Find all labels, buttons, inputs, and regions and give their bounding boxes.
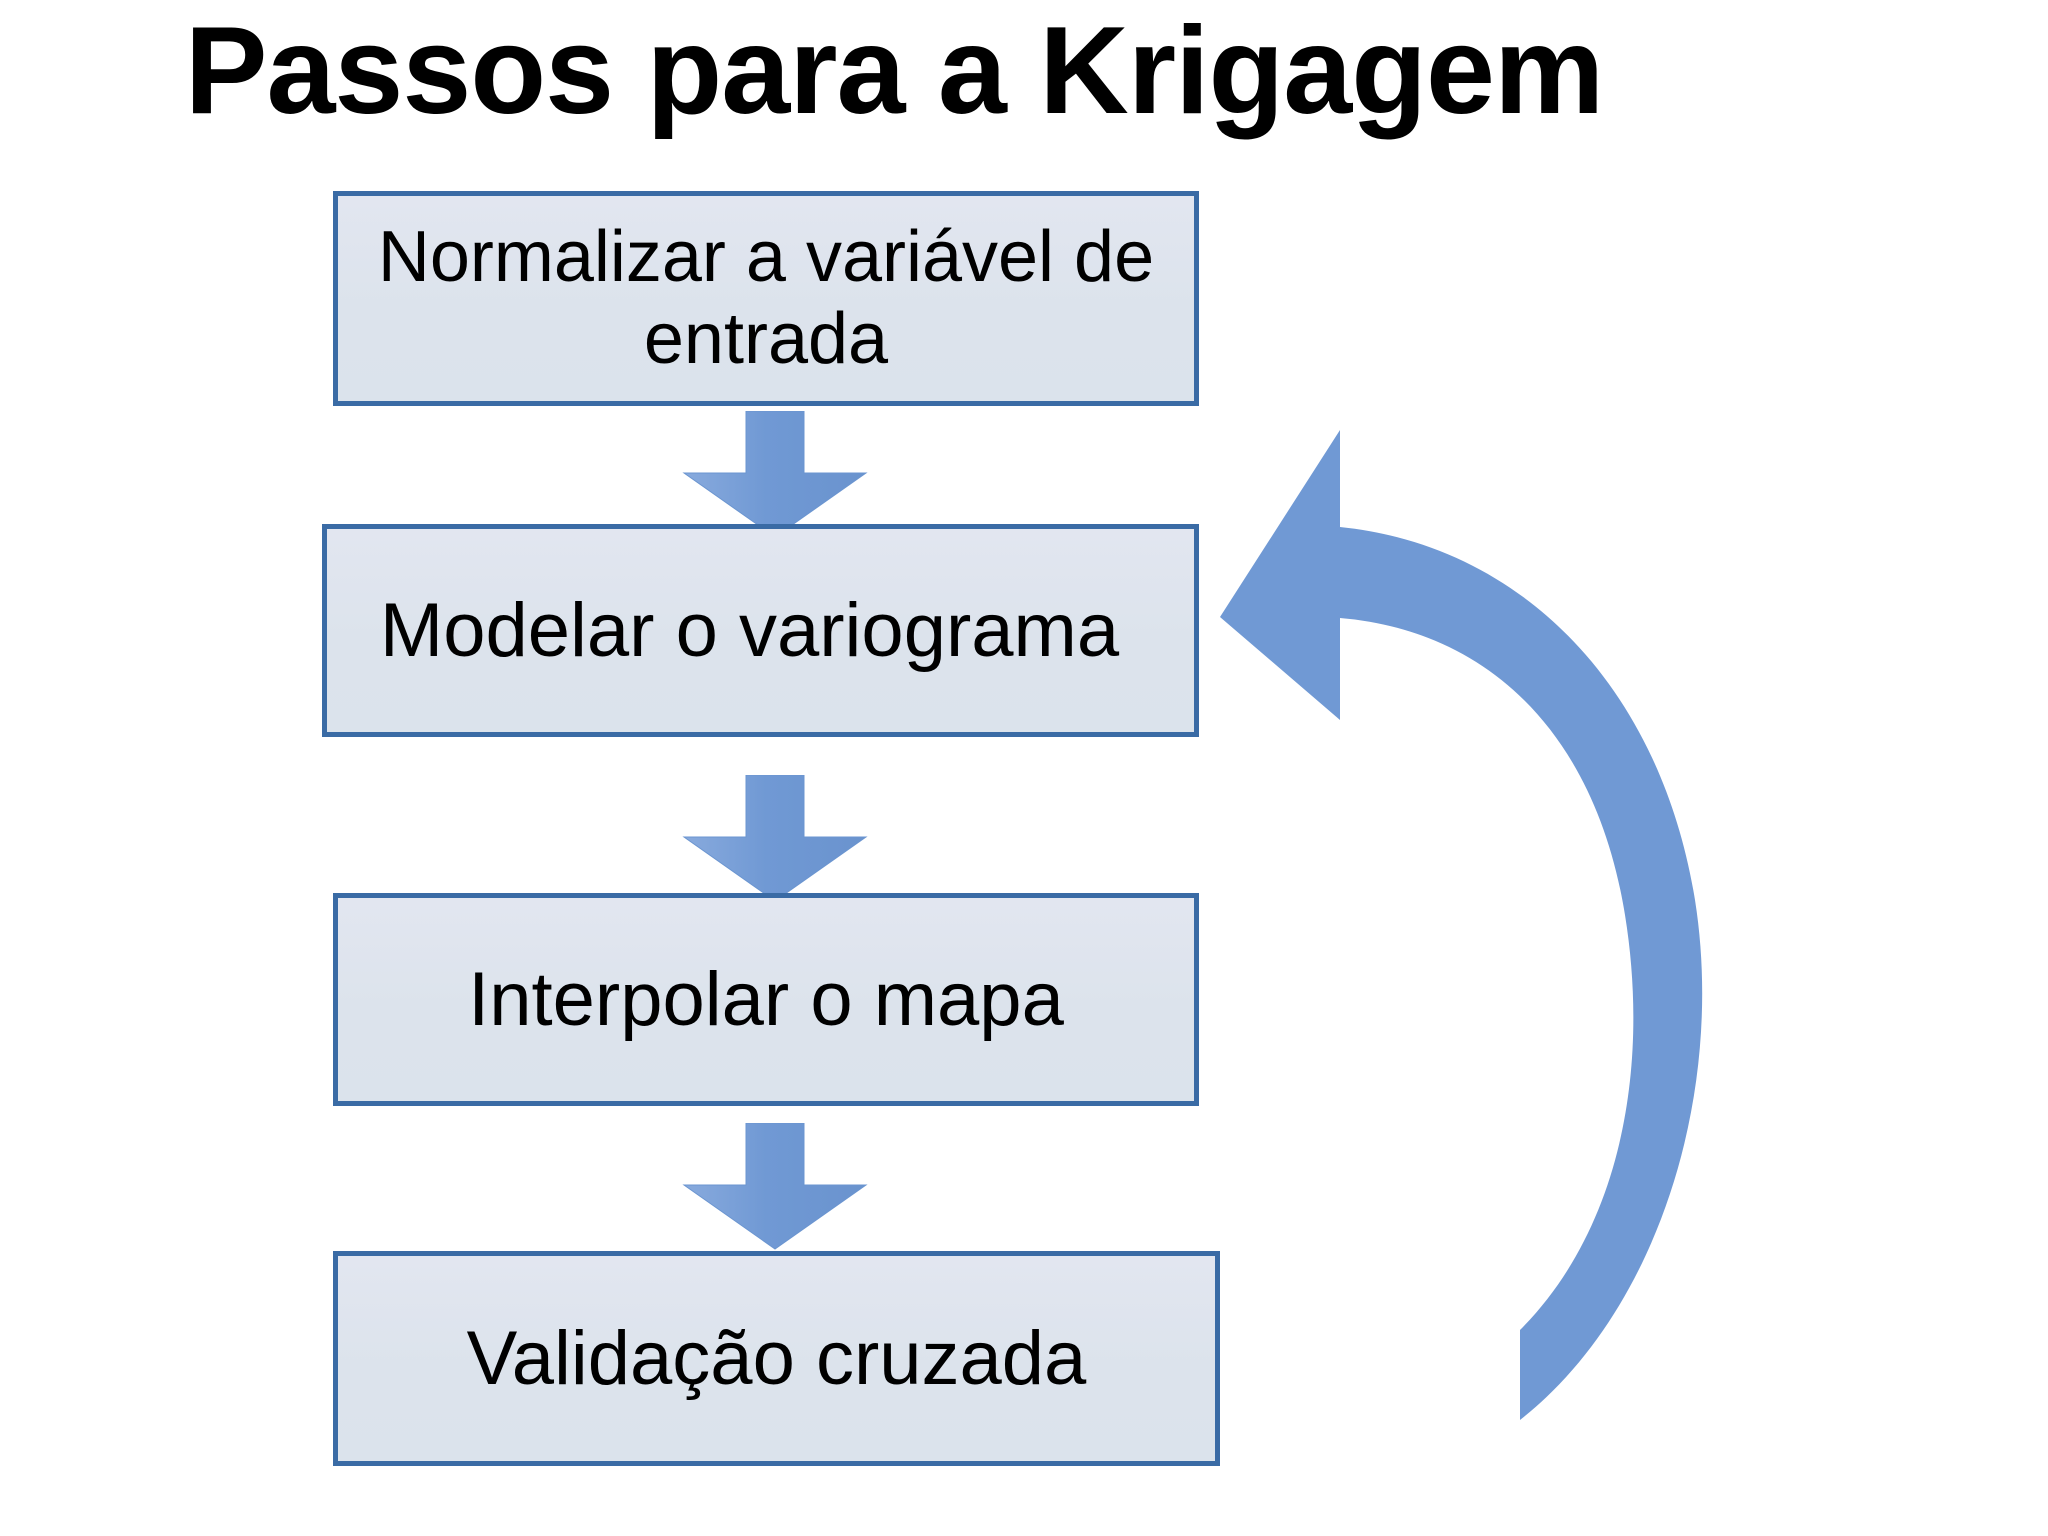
flow-step-validacao[interactable]: Validação cruzada xyxy=(333,1251,1220,1466)
down-arrow-icon xyxy=(680,410,870,539)
page-title: Passos para a Krigagem xyxy=(184,2,1604,140)
flow-step-label: Interpolar o mapa xyxy=(468,956,1064,1042)
flow-step-variograma[interactable]: Modelar o variograma xyxy=(322,524,1199,737)
flow-step-label: Validação cruzada xyxy=(466,1315,1087,1401)
flow-step-label: Normalizar a variável de entrada xyxy=(377,217,1155,379)
flow-step-interpolar[interactable]: Interpolar o mapa xyxy=(333,893,1199,1106)
flow-step-label: Modelar o variograma xyxy=(379,587,1120,673)
flow-step-normalizar[interactable]: Normalizar a variável de entrada xyxy=(333,191,1199,406)
down-arrow-icon xyxy=(680,774,870,903)
down-arrow-icon xyxy=(680,1122,870,1251)
curved-back-arrow-icon xyxy=(1190,430,1760,1470)
